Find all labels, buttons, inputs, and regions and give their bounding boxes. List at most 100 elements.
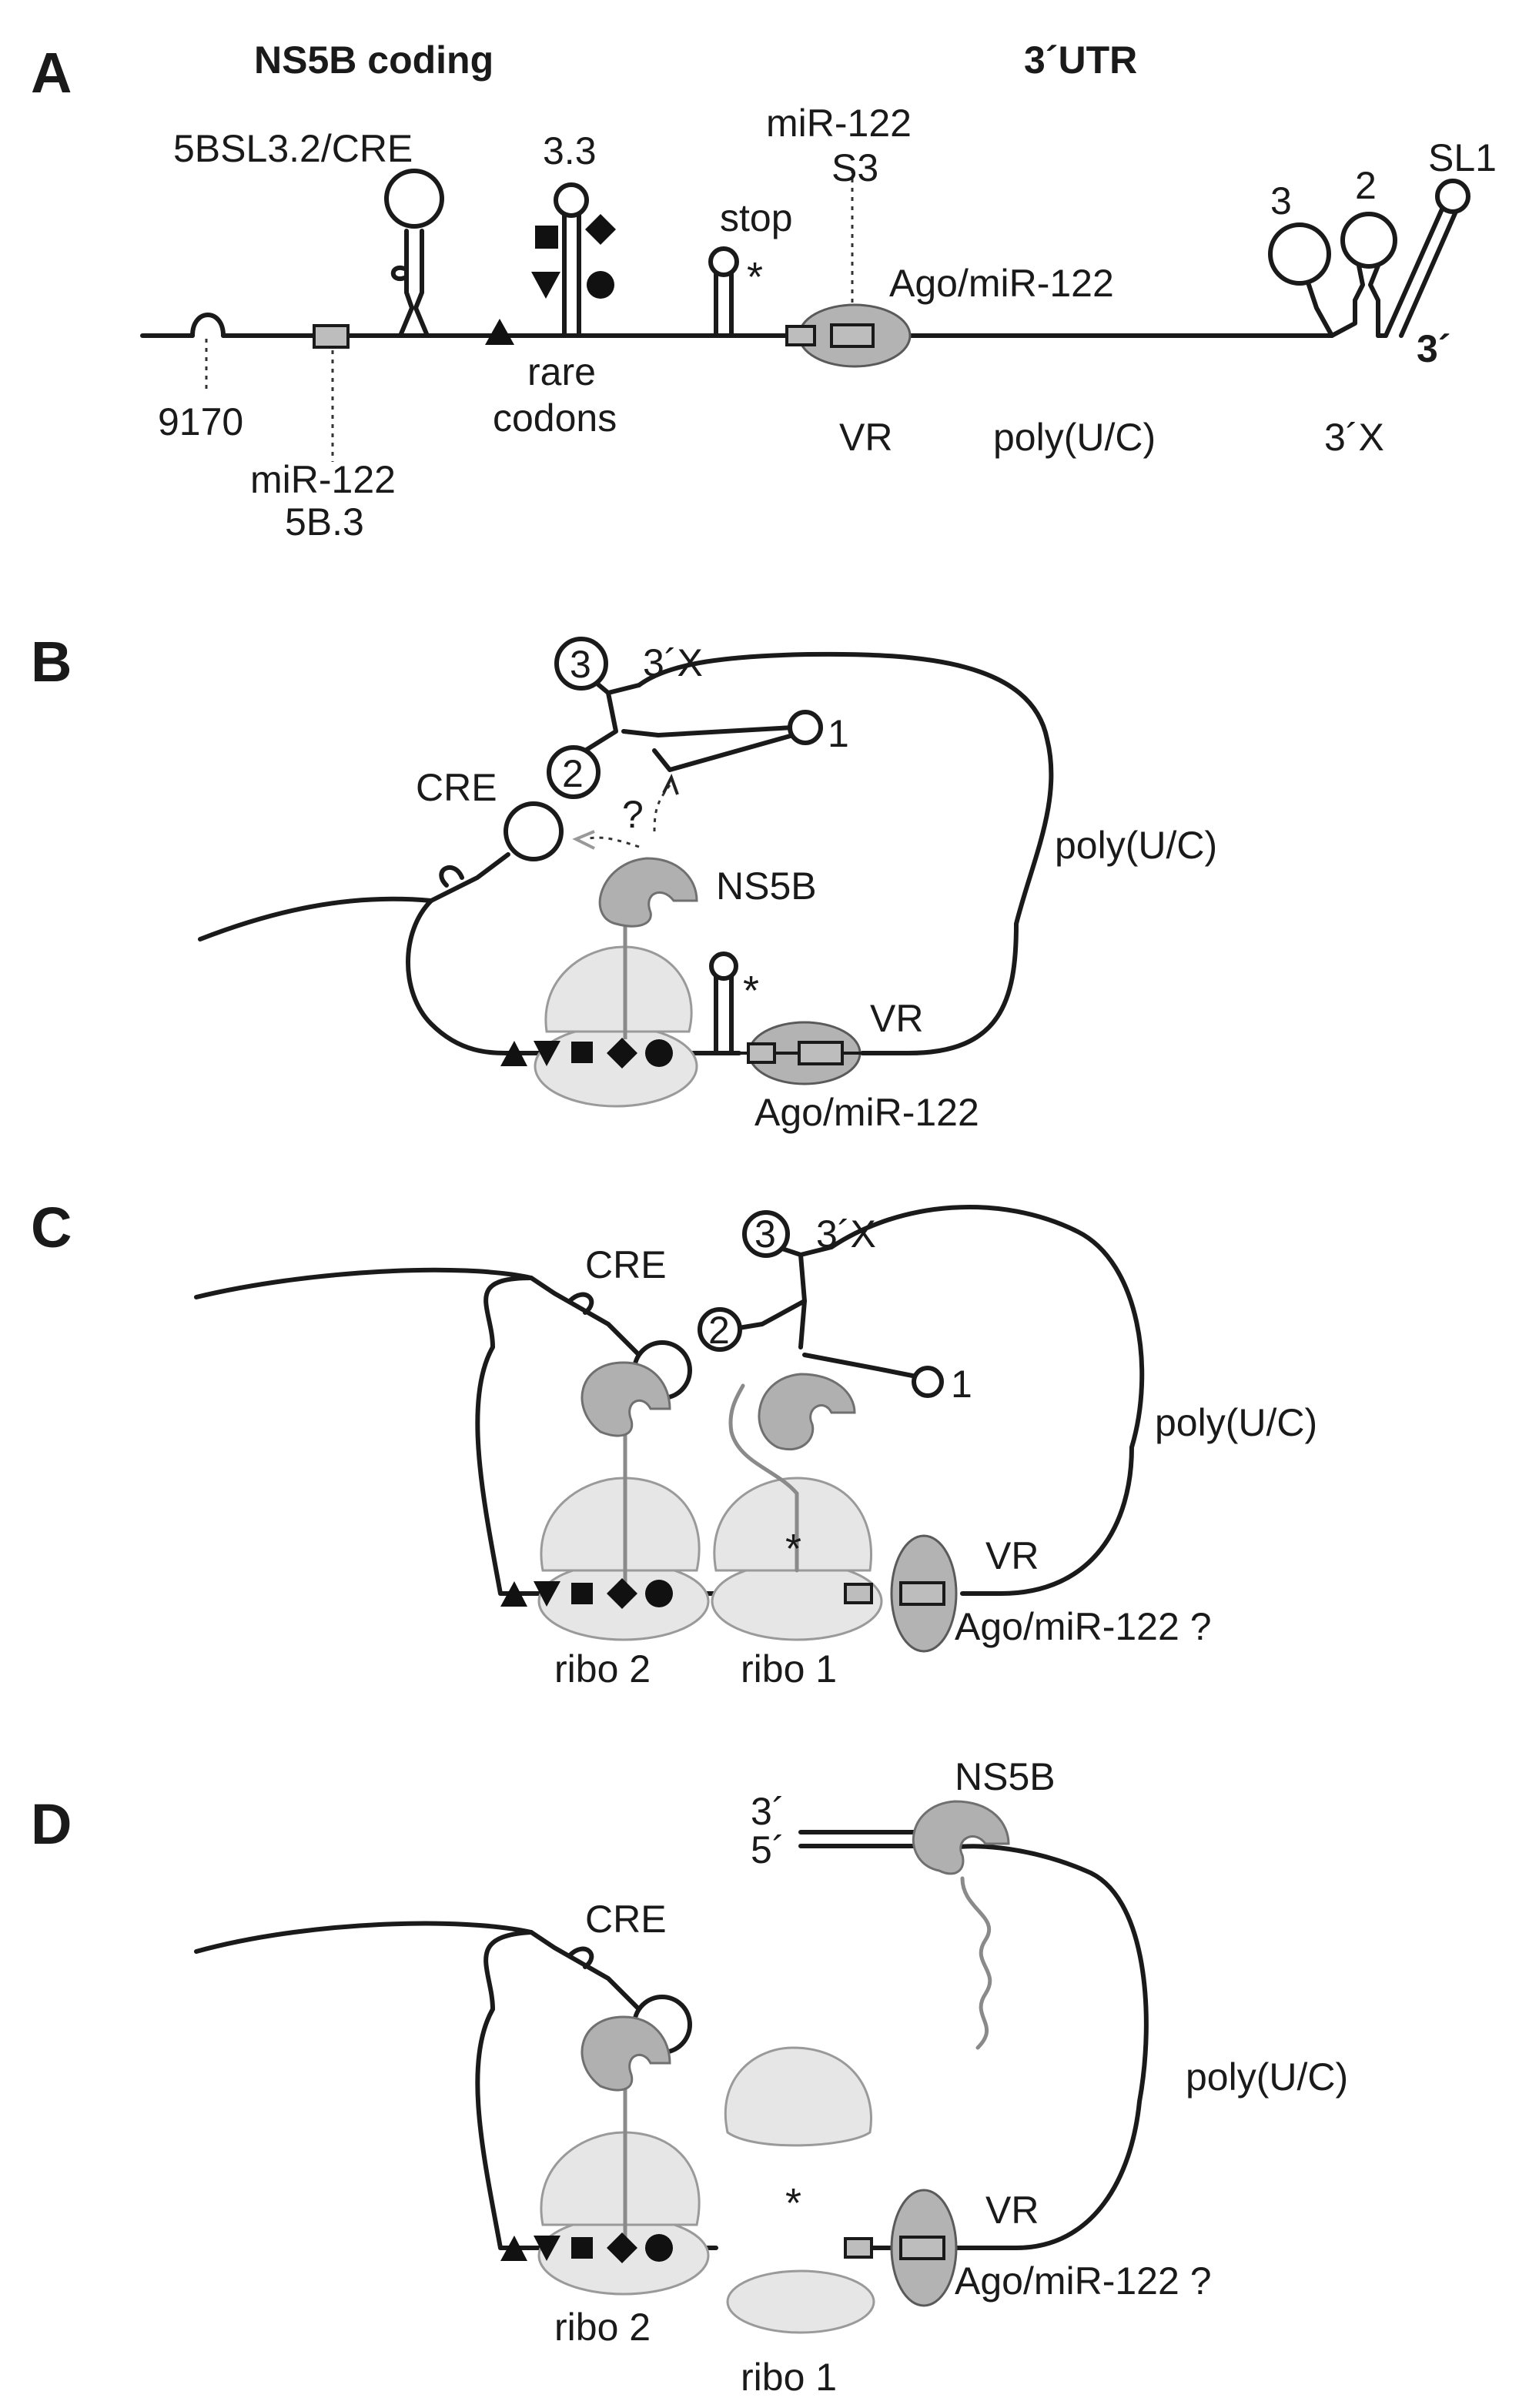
triangle-c: [500, 1581, 527, 1607]
square-c: [571, 1583, 593, 1604]
label-poly-uc-c: poly(U/C): [1155, 1401, 1317, 1444]
label-mir122-s3-a: miR-122: [766, 102, 912, 145]
label-mir122-s3-b: S3: [831, 146, 878, 189]
circle-c: [645, 1580, 673, 1607]
label-ns5b-d: NS5B: [955, 1755, 1056, 1798]
label-mir122-5b3-a: miR-122: [250, 458, 396, 501]
label-cre-c: CRE: [585, 1243, 667, 1286]
label-3x-c: 3´X: [816, 1212, 876, 1256]
circle-d: [645, 2234, 673, 2262]
label-vr-c: VR: [985, 1534, 1039, 1577]
label-ribo2-c: ribo 2: [554, 1647, 651, 1691]
mir122-site-s3-1: [785, 325, 816, 346]
sl1-loop-c: [912, 1366, 944, 1398]
mir122-site-s3-2: [830, 323, 875, 348]
diamond-marker: [585, 214, 616, 245]
label-ribo1-d: ribo 1: [741, 2356, 837, 2399]
label-9170: 9170: [158, 400, 243, 443]
sl3-loop-b: [554, 637, 608, 691]
panel-a-letter: A: [31, 41, 72, 105]
label-3prime-d: 3´: [751, 1790, 785, 1833]
square-marker: [535, 226, 558, 249]
label-5prime-d: 5´: [751, 1828, 785, 1871]
rna-loop-b: [198, 651, 1054, 1056]
label-ribo1-c: ribo 1: [741, 1647, 837, 1691]
panel-d: D 3´ 5´ NS5B CRE ribo 2 * ribo 1: [31, 1755, 1348, 2399]
label-poly-uc-a: poly(U/C): [993, 416, 1156, 459]
stop-asterisk-b: *: [743, 968, 759, 1014]
label-ns5b-b: NS5B: [716, 865, 817, 908]
square-b: [571, 1042, 593, 1063]
inv-triangle-b: [534, 1041, 560, 1066]
triangle-marker: [485, 319, 514, 345]
triangle-b: [500, 1041, 527, 1066]
panel-b: B CRE 3 3´X 2 1 ? NS5B: [31, 630, 1217, 1134]
mir-site-c-1: [844, 1583, 873, 1604]
label-vr-a: VR: [839, 416, 892, 459]
bulge-9170: [190, 313, 226, 338]
stop-asterisk-c: *: [785, 1526, 801, 1572]
square-d: [571, 2237, 593, 2259]
sl3-loop-c: [742, 1210, 790, 1258]
ribosome-large-b: [544, 945, 693, 1033]
stem-loop-5bsl3-2: [384, 169, 444, 338]
ribosome-1-large-c: [713, 1477, 872, 1572]
label-sl3-c: 3: [754, 1212, 776, 1256]
ribosome-small-b: [534, 1025, 698, 1108]
circle-marker: [587, 271, 614, 299]
stop-asterisk-d: *: [785, 2180, 801, 2226]
label-sl1-a: SL1: [1428, 136, 1497, 179]
inverted-triangle-marker: [531, 272, 560, 299]
label-question-b: ?: [622, 793, 644, 836]
label-ago-b: Ago/miR-122: [754, 1091, 979, 1134]
stem-loop-3-3: [554, 182, 589, 338]
stem-loop-3x: [1268, 179, 1470, 338]
nascent-strand-d: [960, 1876, 992, 2050]
ns5b-protein-d2: [580, 2015, 671, 2092]
label-codons: codons: [493, 396, 617, 440]
ns5b-protein-b: [598, 857, 698, 928]
diamond-d: [607, 2232, 637, 2263]
label-sl3-b: 3: [570, 643, 591, 686]
arrowhead-3x: [662, 773, 679, 795]
label-cre-d: CRE: [585, 1898, 667, 1941]
stop-asterisk: *: [747, 254, 763, 300]
header-ns5b-coding: NS5B coding: [254, 38, 493, 82]
ribosome-1-small-d: [726, 2269, 875, 2334]
label-sl1-c: 1: [951, 1363, 972, 1406]
inv-triangle-d: [534, 2236, 560, 2261]
label-ago-d: Ago/miR-122 ?: [955, 2259, 1212, 2303]
label-mir122-5b3-b: 5B.3: [285, 500, 364, 543]
mir-site-d-1: [844, 2237, 873, 2259]
label-sl3-a: 3: [1270, 179, 1292, 222]
label-5bsl3-2-cre: 5BSL3.2/CRE: [173, 127, 413, 170]
label-cre-b: CRE: [416, 766, 497, 809]
arrowhead-cre: [572, 830, 595, 850]
arrow-to-cre: [584, 836, 640, 848]
cre-loop-b: [504, 801, 564, 861]
inv-triangle-c: [534, 1581, 560, 1607]
arrow-to-3x: [653, 784, 671, 832]
panel-a: A NS5B coding 3´UTR 9170 miR-122 5B.3 5B…: [31, 38, 1497, 543]
nascent-chain-c1: [728, 1383, 799, 1573]
ns5b-protein-d: [912, 1800, 1010, 1875]
label-sl1-b: 1: [828, 712, 849, 755]
label-3x-a: 3´X: [1324, 416, 1384, 459]
label-sl2-b: 2: [562, 752, 584, 795]
rna-loop-d: [194, 1844, 1149, 2250]
triangle-d: [500, 2236, 527, 2261]
ribosome-1-large-d: [724, 2046, 872, 2147]
sl2-loop-c: [698, 1307, 742, 1352]
panel-c-letter: C: [31, 1196, 72, 1259]
label-ago-c: Ago/miR-122 ?: [955, 1605, 1212, 1648]
label-ribo2-d: ribo 2: [554, 2306, 651, 2349]
label-3x-b: 3´X: [643, 641, 703, 684]
rna-loop-c: [194, 1205, 1145, 1596]
label-sl2-a: 2: [1355, 164, 1377, 207]
label-ago-mir122-a: Ago/miR-122: [889, 262, 1114, 305]
mir-site-b-2: [798, 1041, 844, 1065]
stop-hairpin-b: [709, 951, 738, 981]
diamond-b: [607, 1038, 637, 1069]
label-poly-uc-d: poly(U/C): [1186, 2055, 1348, 2099]
